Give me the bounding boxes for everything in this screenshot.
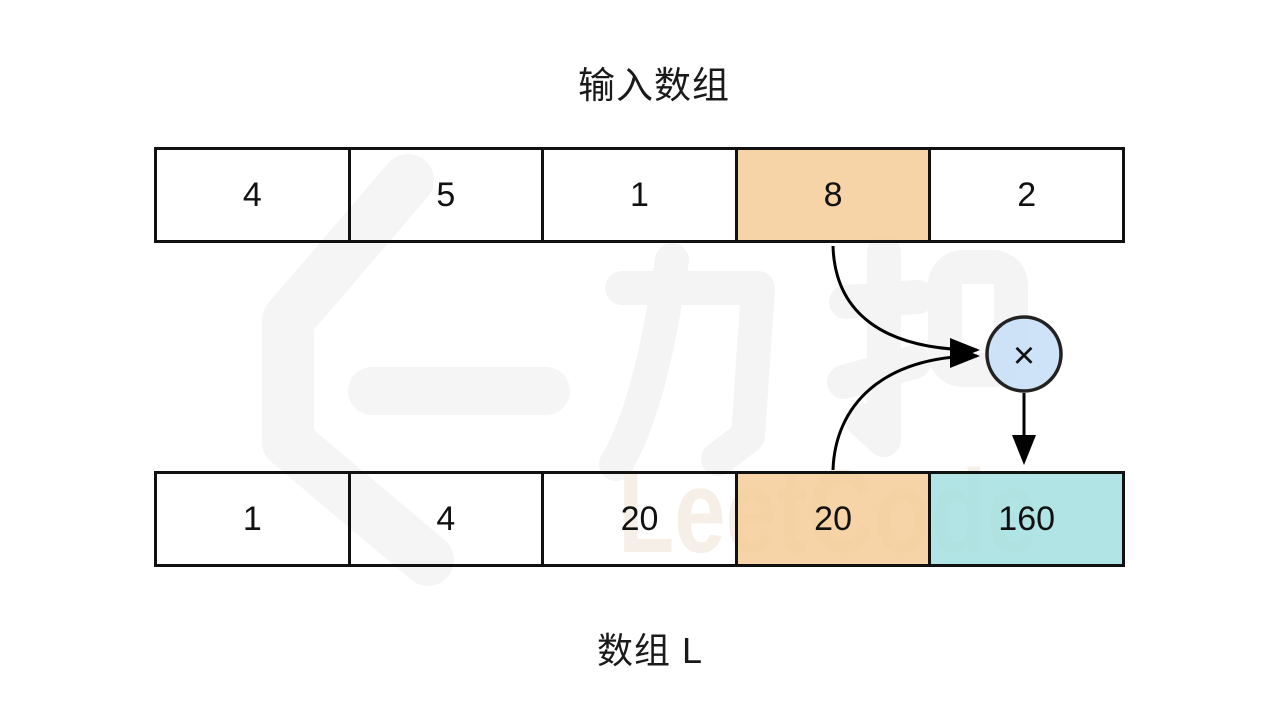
- array-cell: 1: [541, 150, 735, 240]
- array-cell: 1: [242, 499, 262, 538]
- array-cell: 4: [242, 175, 262, 214]
- multiply-symbol: ×: [1013, 335, 1035, 377]
- array-cell: 20: [541, 474, 735, 564]
- arrow-from-l-20: [831, 344, 980, 471]
- multiply-node: ×: [985, 315, 1063, 393]
- l-array-title: 数组 L: [596, 630, 704, 671]
- array-cell: 2: [928, 150, 1122, 240]
- arrow-from-input-8: [831, 245, 980, 362]
- array-cell: 8: [734, 150, 929, 240]
- array-cell: 20: [734, 474, 929, 564]
- array-cell: 4: [347, 474, 542, 564]
- multiply-circle: [985, 315, 1063, 393]
- input-array-title: 输入数组: [578, 65, 730, 106]
- array-cell: 5: [347, 150, 542, 240]
- watermark-chinese-chars: [599, 235, 1028, 481]
- array-cell: 160: [928, 474, 1122, 564]
